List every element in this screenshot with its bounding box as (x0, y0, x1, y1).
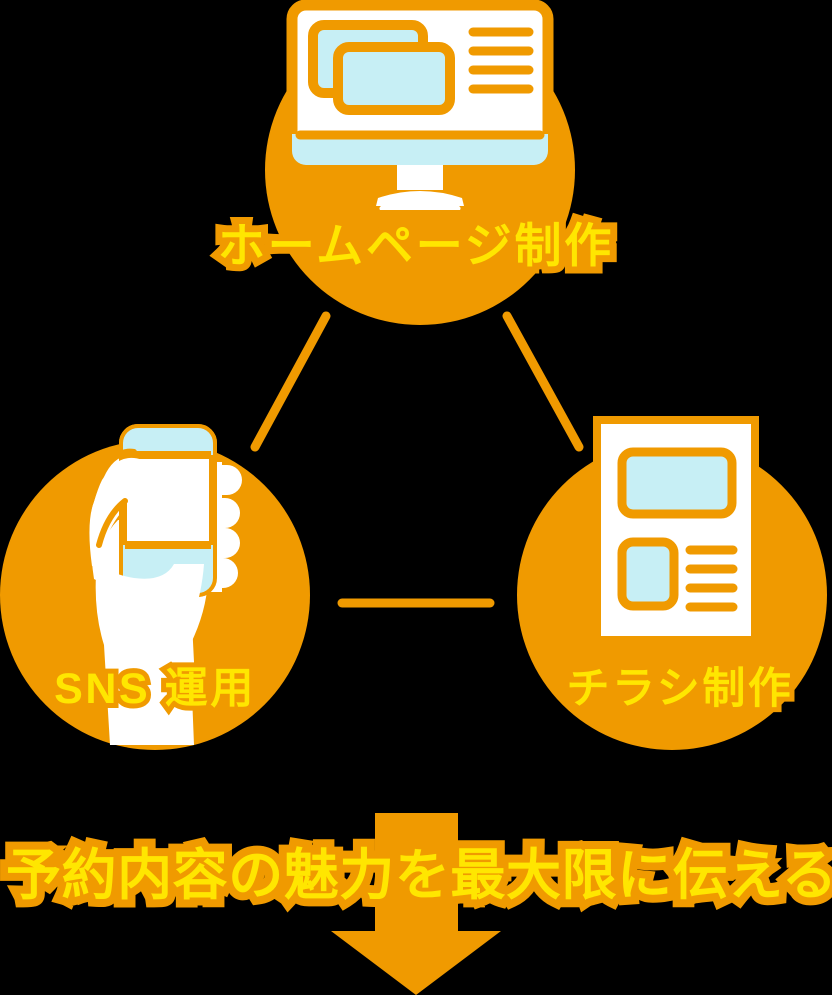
conclusion-text-fill: 予約内容の魅力を最大限に伝える (6, 844, 832, 906)
hand-holding-smartphone-icon (89, 424, 246, 745)
down-arrow (331, 813, 501, 995)
connector-homepage-to-flyer (502, 311, 584, 452)
sns-label-stroke: SNS 運用 (49, 663, 258, 716)
conclusion-text-stroke: 予約内容の魅力を最大限に伝える (0, 840, 832, 911)
node-flyer[interactable] (517, 416, 827, 750)
connector-homepage-to-sns (250, 311, 331, 452)
node-sns[interactable] (0, 424, 310, 750)
desktop-monitor-icon (286, 0, 554, 210)
flyer-label-stroke: チラシ制作 (561, 663, 795, 716)
node-homepage[interactable] (265, 0, 575, 325)
flyer-label: チラシ制作 (566, 665, 794, 713)
homepage-label-stroke: ホームページ制作 (211, 215, 618, 276)
homepage-label: ホームページ制作 (217, 219, 615, 272)
sns-label: SNS 運用 (54, 665, 256, 713)
flyer-document-icon (593, 416, 759, 644)
